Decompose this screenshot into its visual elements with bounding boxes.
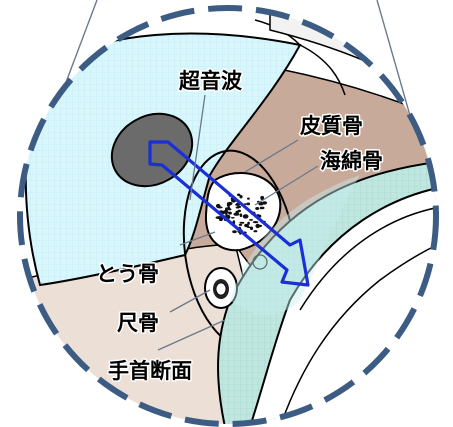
ultrasound-beam-arrow <box>148 140 310 287</box>
cancellous-spot <box>226 202 230 207</box>
cancellous-spot <box>244 223 249 228</box>
cancellous-spot <box>215 203 221 208</box>
cancellous-spot <box>255 207 260 210</box>
cancellous-spot <box>260 195 265 201</box>
cancellous-spot <box>247 197 250 200</box>
cancellous-spot <box>239 213 243 217</box>
ulna-bone <box>204 267 238 309</box>
cancellous-spot <box>233 212 240 216</box>
leader-lines <box>157 94 319 351</box>
magnifier-border <box>17 5 439 427</box>
cancellous-spot <box>238 223 243 226</box>
cancellous-spot <box>253 230 258 233</box>
label-ulna: 尺骨 <box>117 311 159 335</box>
cancellous-spot <box>215 216 222 220</box>
label-cortical-bone: 皮質骨 <box>300 114 363 138</box>
cancellous-spot <box>249 219 254 221</box>
overlay-medium <box>230 175 360 315</box>
cancellous-spot <box>246 202 251 206</box>
cancellous-spot <box>260 206 265 210</box>
label-ultrasound: 超音波 <box>179 69 243 93</box>
cancellous-spot <box>230 217 235 219</box>
cancellous-spot <box>244 214 247 217</box>
cancellous-spot <box>247 226 251 228</box>
label-wrist-section: 手首断面 <box>108 359 192 383</box>
cancellous-spot <box>239 221 245 224</box>
cancellous-spot <box>237 193 241 197</box>
cancellous-spot <box>227 208 232 211</box>
cancellous-spot <box>235 203 240 206</box>
cancellous-spot <box>239 195 243 199</box>
cancellous-spot <box>249 226 254 231</box>
cancellous-spot <box>222 210 229 214</box>
cancellous-spot <box>252 221 259 224</box>
label-radius: とう骨 <box>96 262 159 286</box>
label-cancellous-bone: 海綿骨 <box>320 149 383 173</box>
cancellous-spot <box>235 206 240 209</box>
cancellous-spot <box>243 203 247 205</box>
cancellous-spot <box>247 221 250 225</box>
cancellous-spot <box>255 223 260 229</box>
cancellous-spot <box>228 211 232 215</box>
transducer-ellipse <box>110 112 194 188</box>
cancellous-spot <box>232 230 237 234</box>
